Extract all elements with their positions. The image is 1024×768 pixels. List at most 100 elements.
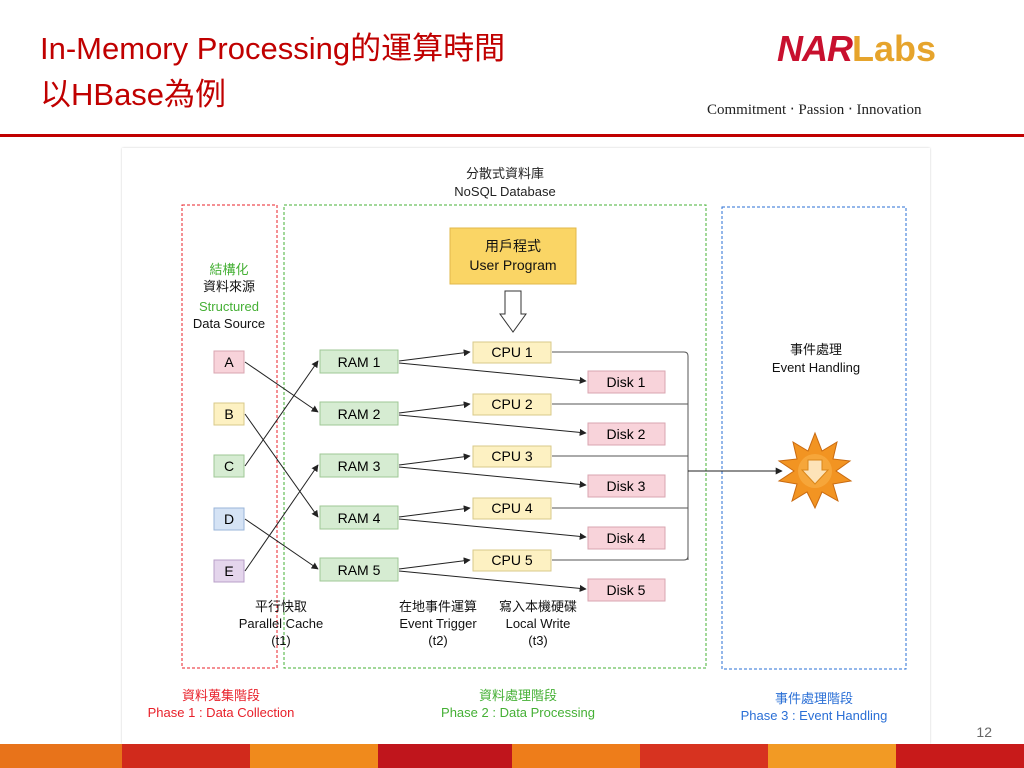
step2-t: (t2) <box>428 633 448 648</box>
ram-4-label: RAM 4 <box>338 510 381 526</box>
source-d-label: D <box>224 511 234 527</box>
down-arrow-icon <box>499 290 527 333</box>
step3-en: Local Write <box>506 616 571 631</box>
ram-1-label: RAM 1 <box>338 354 381 370</box>
cpu-5-label: CPU 5 <box>491 552 532 568</box>
slide-title-line2: 以HBase為例 <box>40 77 227 112</box>
link-ram1-disk1 <box>398 362 587 384</box>
disk-3: Disk 3 <box>587 474 666 498</box>
link-ram2-cpu2 <box>398 401 471 414</box>
cpu-collector-lines <box>552 351 783 561</box>
cpu-3-label: CPU 3 <box>491 448 532 464</box>
phase1-container <box>181 204 278 669</box>
source-label-en2: Data Source <box>193 316 265 331</box>
cpu-2-label: CPU 2 <box>491 396 532 412</box>
footer-seg-1 <box>0 744 122 768</box>
source-b: B <box>213 402 245 426</box>
link-ram1-cpu1 <box>398 349 471 362</box>
logo-labs-text: Labs <box>852 28 937 69</box>
source-label-en1: Structured <box>199 299 259 314</box>
cpu-5: CPU 5 <box>472 549 552 572</box>
disk-1: Disk 1 <box>587 370 666 394</box>
disk-2-label: Disk 2 <box>607 426 646 442</box>
phase1-zh: 資料蒐集階段 <box>182 688 260 703</box>
ram-3-label: RAM 3 <box>338 458 381 474</box>
user-program-box <box>449 227 577 285</box>
link-ram3-cpu3 <box>398 453 471 466</box>
link-ram5-disk5 <box>398 570 587 592</box>
tagline: Commitment ‧ Passion ‧ Innovation <box>707 102 922 118</box>
architecture-diagram: 分散式資料庫 NoSQL Database 用戶程式 User Program … <box>148 166 907 723</box>
slide-title-line1: In-Memory Processing的運算時間 <box>40 31 506 66</box>
header-rule <box>0 134 1024 137</box>
footer-seg-7 <box>768 744 896 768</box>
cpu-4: CPU 4 <box>472 497 552 520</box>
disk-5: Disk 5 <box>587 578 666 602</box>
ram-3: RAM 3 <box>319 453 399 478</box>
cpu-3: CPU 3 <box>472 445 552 468</box>
source-c-label: C <box>224 458 234 474</box>
footer-seg-3 <box>250 744 378 768</box>
step2-en: Event Trigger <box>399 616 477 631</box>
link-ram2-disk2 <box>398 414 587 436</box>
disk-1-label: Disk 1 <box>607 374 646 390</box>
ram-1: RAM 1 <box>319 349 399 374</box>
step1-en: Parallel Cache <box>239 616 324 631</box>
cpu-4-label: CPU 4 <box>491 500 532 516</box>
phase3-zh: 事件處理階段 <box>775 691 853 706</box>
link-ram5-cpu5 <box>398 557 471 570</box>
source-d: D <box>213 507 245 531</box>
source-e-label: E <box>224 563 233 579</box>
disk-4: Disk 4 <box>587 526 666 550</box>
footer-seg-2 <box>122 744 250 768</box>
step1-t: (t1) <box>271 633 291 648</box>
user-program-en: User Program <box>469 257 556 273</box>
source-c: C <box>213 454 245 478</box>
source-b-label: B <box>224 406 233 422</box>
link-a-ram2 <box>244 361 319 413</box>
link-ram4-disk4 <box>398 518 587 540</box>
source-label-zh1: 結構化 <box>209 262 248 277</box>
step3-zh: 寫入本機硬碟 <box>499 599 577 614</box>
ram-5: RAM 5 <box>319 557 399 582</box>
source-a: A <box>213 350 245 374</box>
narlabs-logo: NARLabs <box>777 30 936 68</box>
db-title-zh: 分散式資料庫 <box>466 166 544 181</box>
step2-zh: 在地事件運算 <box>399 599 477 614</box>
ram-2-label: RAM 2 <box>338 406 381 422</box>
disk-2: Disk 2 <box>587 422 666 446</box>
phase1-en: Phase 1 : Data Collection <box>148 705 295 720</box>
ram-2: RAM 2 <box>319 401 399 426</box>
user-program-zh: 用戶程式 <box>485 238 541 254</box>
link-ram4-cpu4 <box>398 505 471 518</box>
link-b-ram4 <box>244 413 319 518</box>
link-ram3-disk3 <box>398 466 587 488</box>
source-e: E <box>213 559 245 583</box>
link-d-ram5 <box>244 518 319 570</box>
phase3-container <box>721 206 907 670</box>
page-number: 12 <box>976 724 992 740</box>
footer-seg-4 <box>378 744 512 768</box>
phase3-en: Phase 3 : Event Handling <box>741 708 888 723</box>
event-burst-icon <box>777 431 853 510</box>
disk-4-label: Disk 4 <box>607 530 646 546</box>
event-en: Event Handling <box>772 360 860 375</box>
diagram-panel: 分散式資料庫 NoSQL Database 用戶程式 User Program … <box>122 148 930 744</box>
footer-seg-8 <box>896 744 1024 768</box>
cpu-2: CPU 2 <box>472 393 552 416</box>
source-a-label: A <box>224 354 234 370</box>
step1-zh: 平行快取 <box>255 599 307 614</box>
link-c-ram1 <box>244 360 319 467</box>
cpu-1: CPU 1 <box>472 341 552 364</box>
event-zh: 事件處理 <box>790 342 842 357</box>
phase2-en: Phase 2 : Data Processing <box>441 705 595 720</box>
ram-5-label: RAM 5 <box>338 562 381 578</box>
phase2-zh: 資料處理階段 <box>479 688 557 703</box>
ram-4: RAM 4 <box>319 505 399 530</box>
db-title-en: NoSQL Database <box>454 184 555 199</box>
disk-5-label: Disk 5 <box>607 582 646 598</box>
disk-3-label: Disk 3 <box>607 478 646 494</box>
cpu-1-label: CPU 1 <box>491 344 532 360</box>
logo-nar-text: NAR <box>777 28 853 69</box>
step3-t: (t3) <box>528 633 548 648</box>
